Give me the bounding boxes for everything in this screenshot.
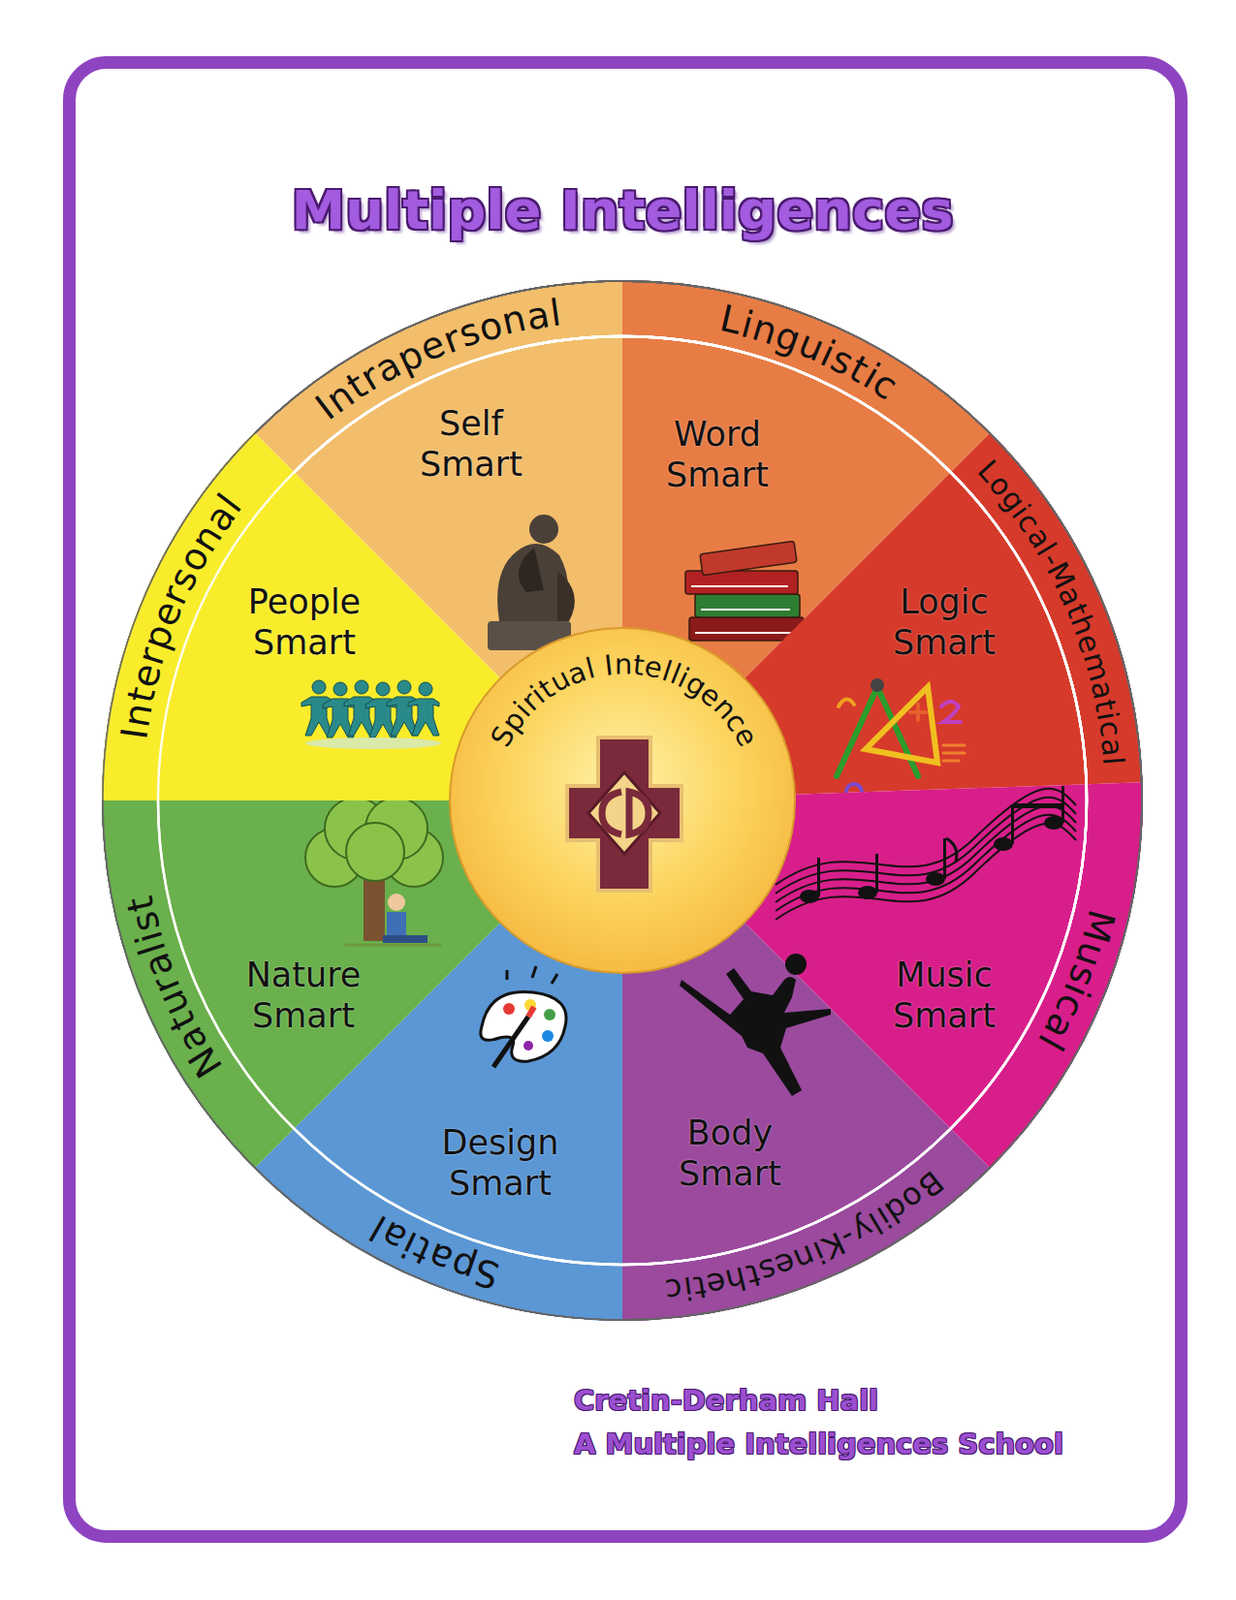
center-label: Spiritual Intelligence	[483, 645, 765, 758]
outer-label: Spatial	[351, 1202, 513, 1300]
intelligence-wheel: IntrapersonalSelf Smart LinguisticWord Sm…	[101, 280, 1143, 1322]
inner-label: Nature Smart	[246, 954, 362, 1037]
outer-label: Linguistic	[704, 294, 912, 411]
outer-label: Musical	[1025, 900, 1125, 1069]
outer-label: Logical-Mathematical	[968, 450, 1134, 782]
inner-label: Logic Smart	[892, 581, 996, 664]
inner-label: People Smart	[248, 581, 361, 664]
school-logo	[450, 629, 798, 977]
center-circle: Spiritual Intelligence	[448, 627, 796, 975]
outer-label: Bodily-Kinesthetic	[652, 1163, 952, 1313]
inner-label: Word Smart	[665, 413, 769, 496]
outer-label: Intrapersonal	[298, 286, 581, 435]
outer-label: Interpersonal	[108, 476, 256, 760]
inner-label: Self Smart	[419, 403, 523, 485]
outer-label: Naturalist	[115, 878, 232, 1089]
diagram-title: Multiple Intelligences	[291, 178, 954, 242]
school-name: A Multiple Intelligences School	[573, 1427, 1064, 1461]
inner-label: Body Smart	[678, 1112, 782, 1195]
inner-label: Music Smart	[892, 954, 996, 1037]
inner-label: Design Smart	[442, 1122, 560, 1205]
school-name: Cretin-Derham Hall	[573, 1384, 879, 1418]
